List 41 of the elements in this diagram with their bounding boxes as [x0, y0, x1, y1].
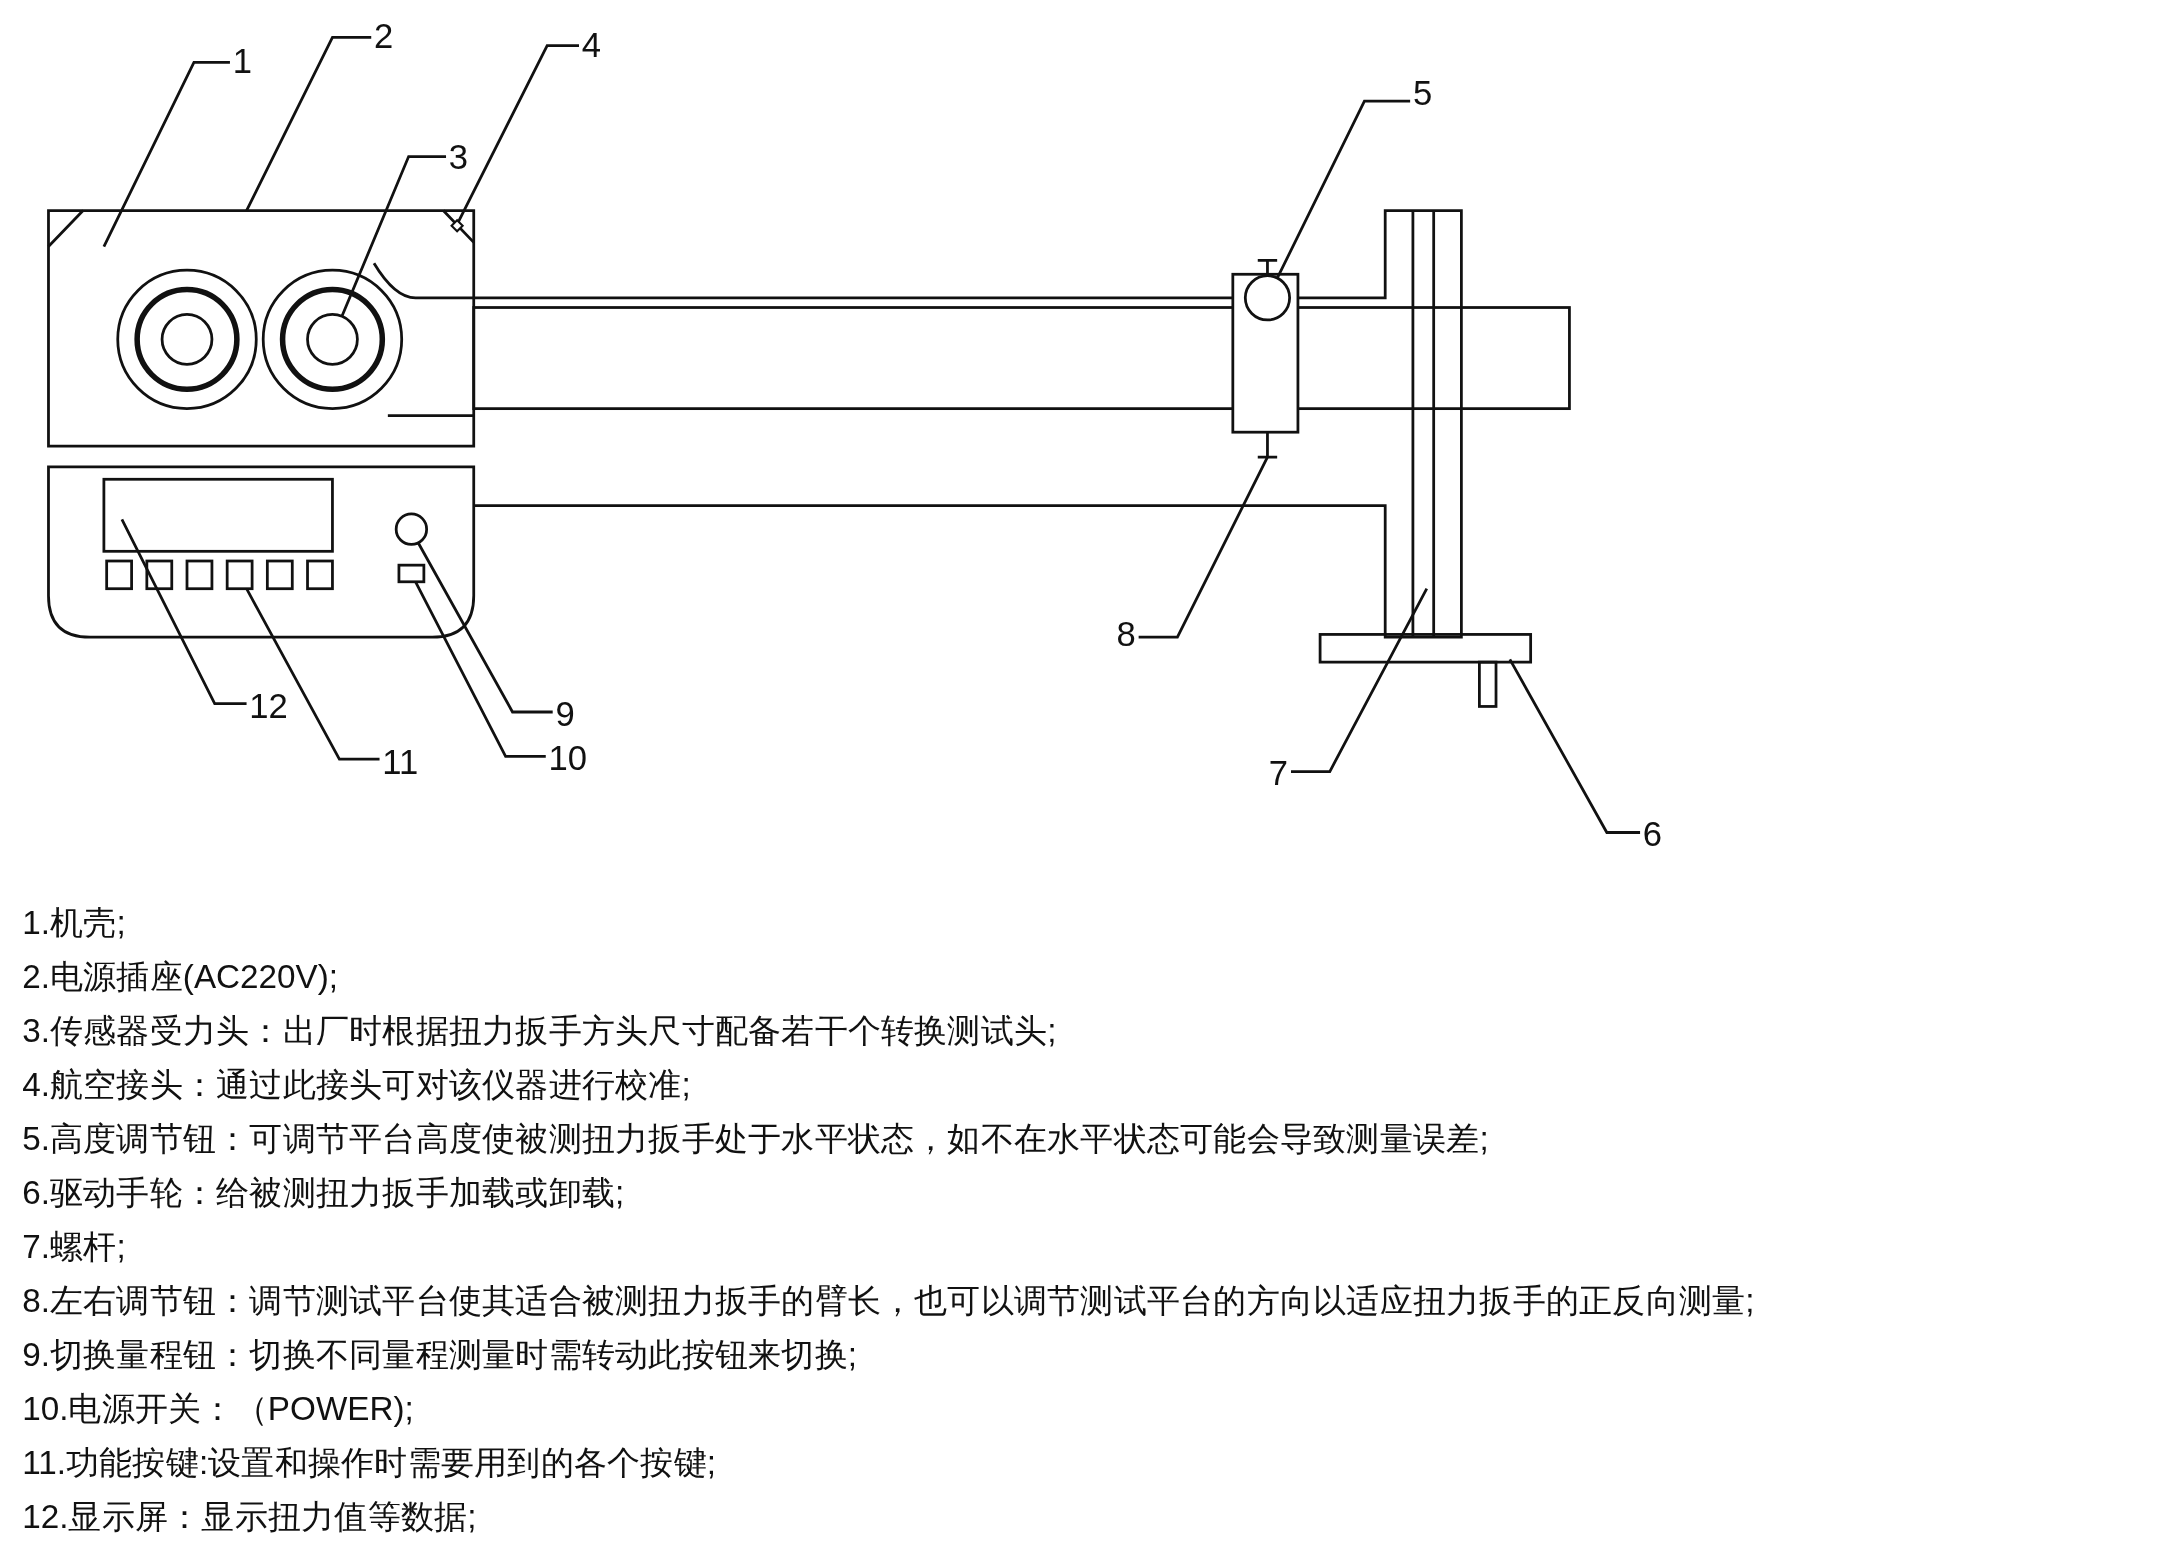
leader-line	[414, 581, 546, 758]
legend-text: 5.高度调节钮：可调节平台高度使被测扭力扳手处于水平状态，如不在水平状态可能会导致测量误差;	[22, 1119, 1489, 1159]
callout-number: 1	[232, 41, 252, 81]
callout-number: 8	[1116, 613, 1136, 653]
power-switch	[397, 563, 426, 584]
legend-text: 11.功能按键:设置和操作时需要用到的各个按键;	[22, 1443, 717, 1483]
leader-line	[457, 44, 579, 223]
legend-text: 8.左右调节钮：调节测试平台使其适合被测扭力扳手的臂长，也可以调节测试平台的方向以适应扭力扳手的正反向测量;	[22, 1281, 1755, 1321]
legend-text: 10.电源开关：（POWER);	[22, 1389, 414, 1429]
callout-number: 6	[1642, 814, 1663, 854]
legend-text: 12.显示屏：显示扭力值等数据;	[22, 1497, 477, 1537]
callout-number: 3	[448, 137, 469, 176]
height-knob	[1243, 274, 1291, 322]
callout-number: 10	[548, 738, 588, 778]
legend-text: 3.传感器受力头：出厂时根据扭力扳手方头尺寸配备若干个转换测试头;	[22, 1011, 1057, 1050]
sensor-socket	[306, 313, 359, 366]
leader-line	[120, 518, 247, 706]
callout-number: 7	[1268, 753, 1289, 793]
legend-text: 6.驱动手轮：给被测扭力扳手加载或卸载;	[22, 1173, 625, 1213]
leader-line	[417, 542, 553, 714]
connector-socket	[450, 218, 465, 233]
legend-text: 1.机壳;	[22, 903, 126, 942]
leader-line	[102, 60, 230, 248]
range-knob	[394, 512, 429, 546]
leader-line	[1291, 588, 1428, 773]
callout-number: 9	[555, 694, 575, 733]
callout-number: 12	[249, 685, 288, 725]
legend-text: 9.切换量程钮：切换不同量程测量时需转动此按钮来切换;	[22, 1335, 857, 1375]
callout-number: 5	[1412, 73, 1433, 113]
callout-number: 2	[374, 16, 394, 56]
leader-line	[1275, 99, 1411, 280]
callout-number: 4	[581, 24, 602, 64]
function-key	[225, 559, 254, 591]
legend-text: 7.螺杆;	[22, 1227, 126, 1267]
callout-number: 11	[382, 742, 419, 782]
legend-text: 4.航空接头：通过此接头可对该仪器进行校准;	[22, 1065, 691, 1104]
legend-text: 2.电源插座(AC220V);	[22, 957, 339, 996]
leader-line	[245, 36, 372, 212]
leader-line	[1138, 456, 1269, 639]
leader-line	[340, 155, 447, 317]
leader-line	[1508, 658, 1641, 834]
